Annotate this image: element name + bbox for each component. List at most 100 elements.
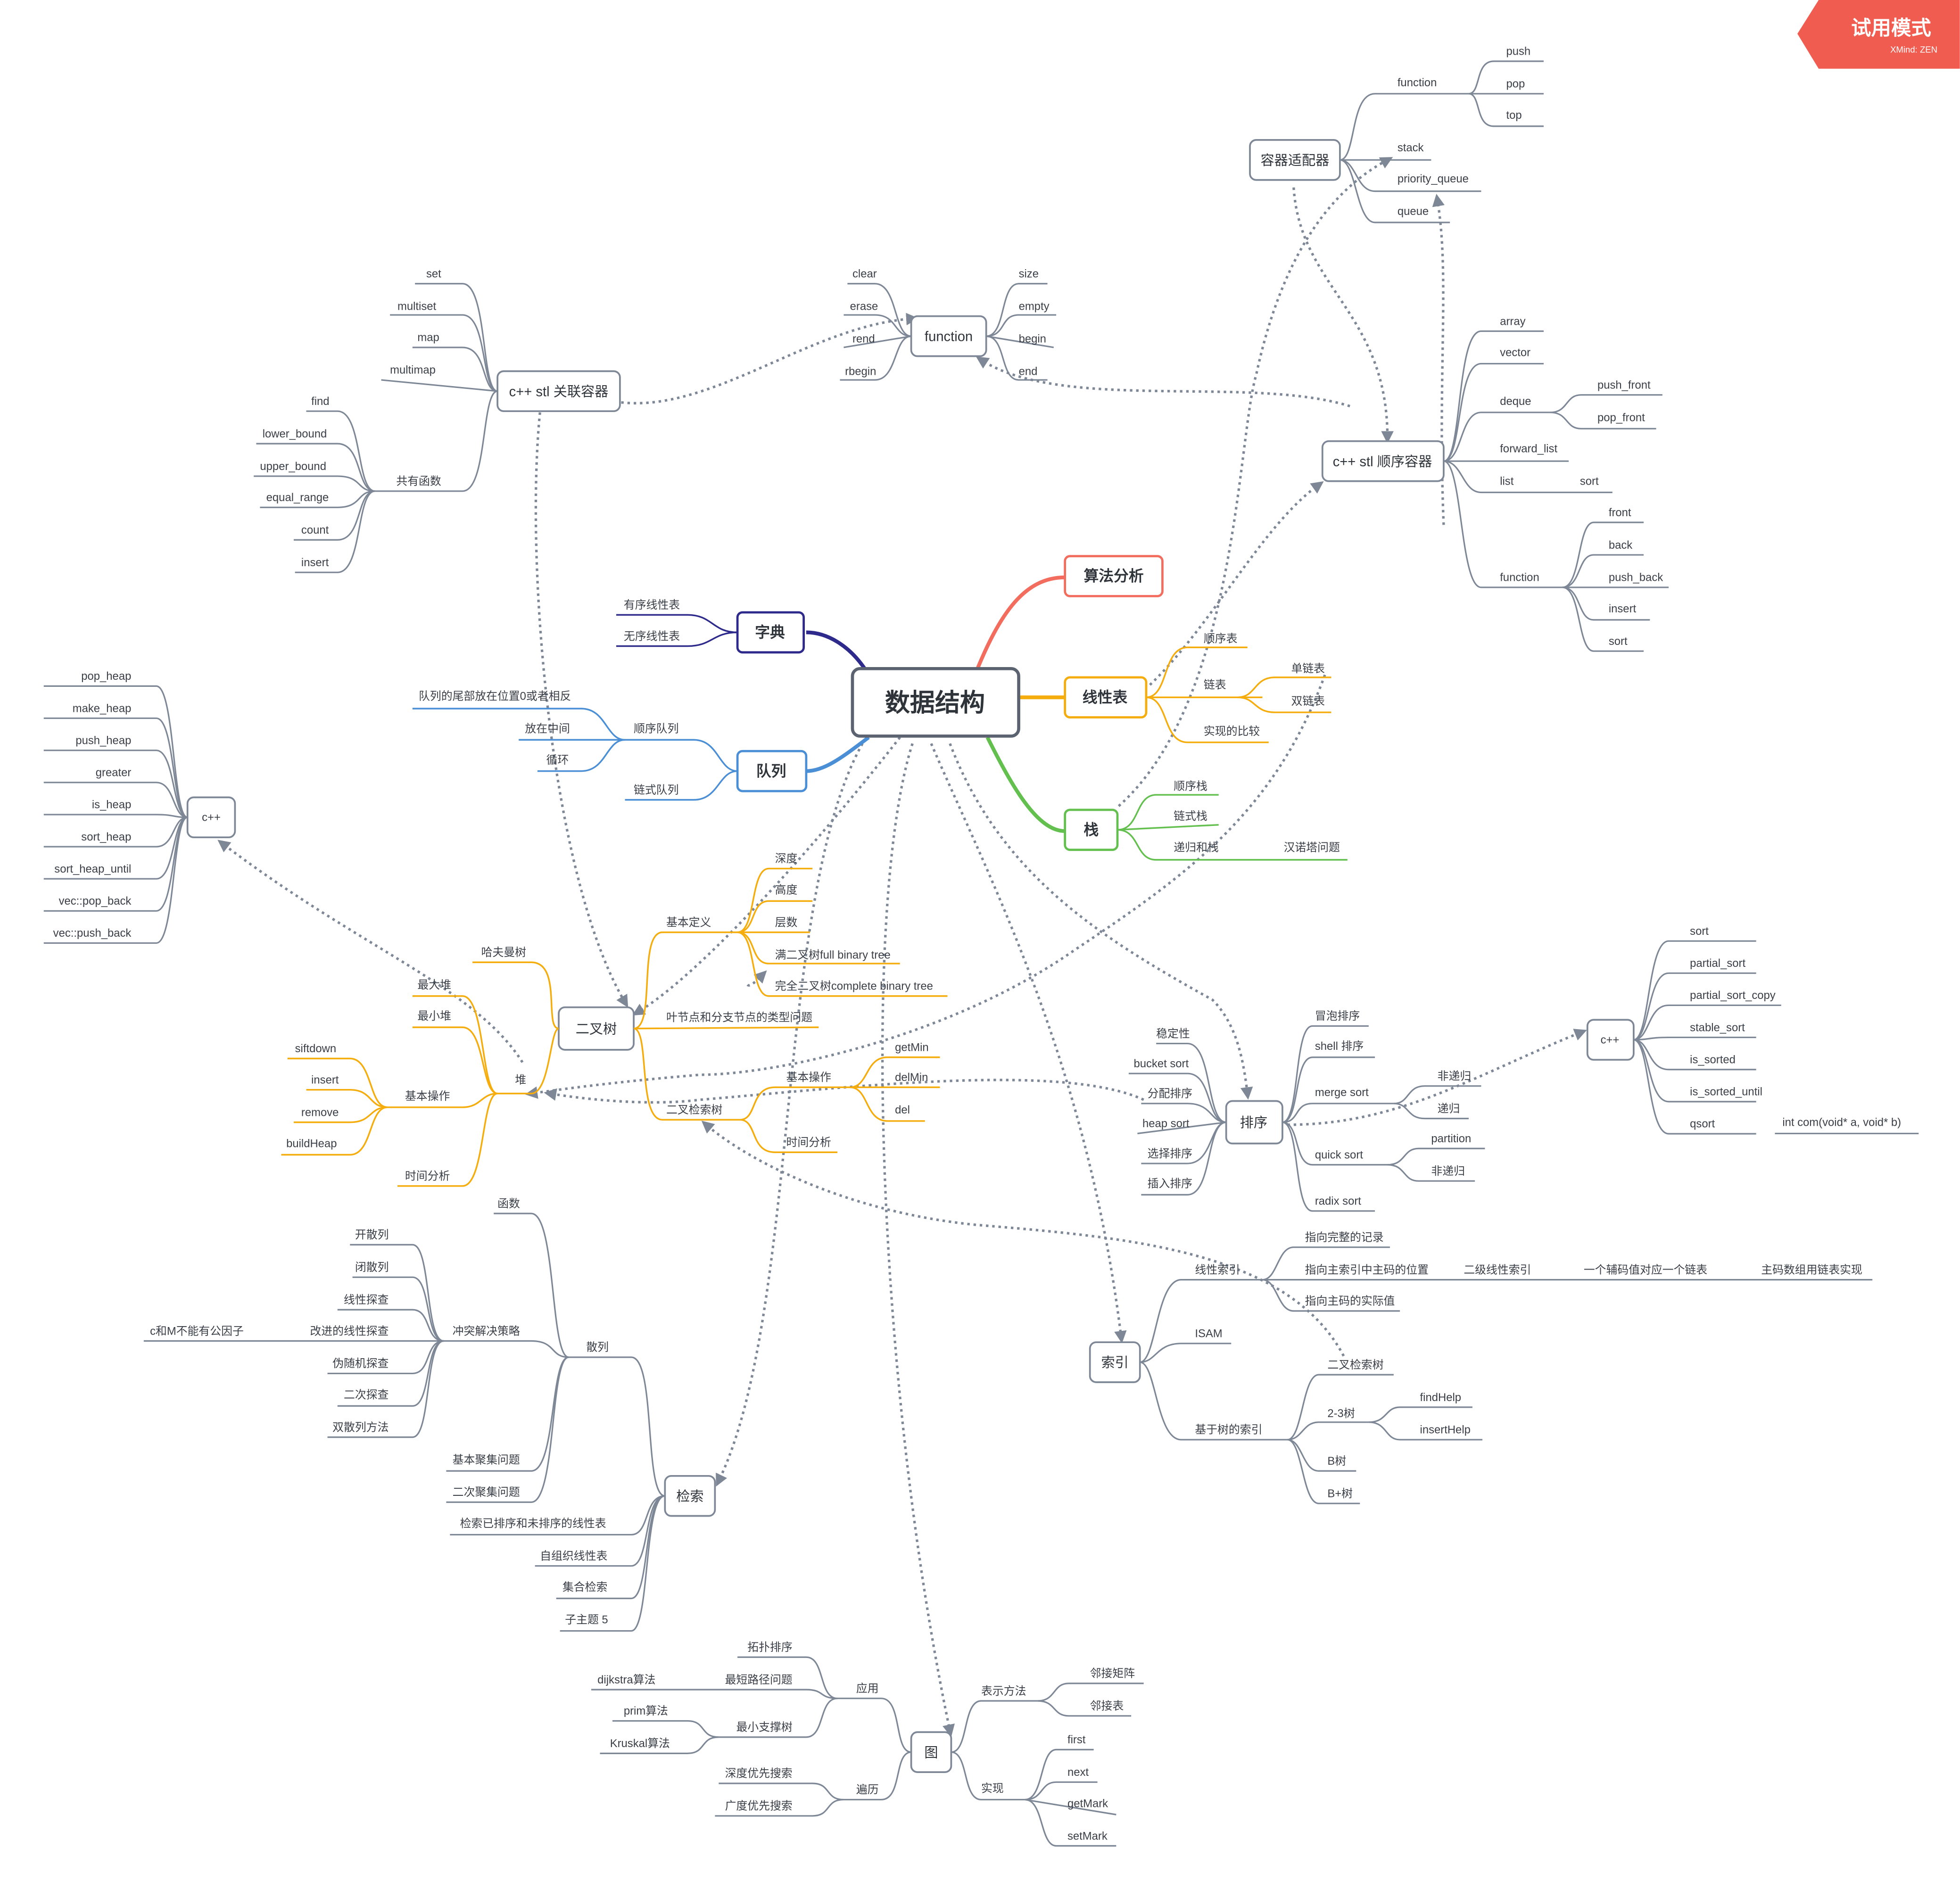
adapter-subtree: function push pop top stack priority_que… xyxy=(1340,45,1544,223)
adapter-pq: priority_queue xyxy=(1398,173,1469,185)
node-stack[interactable]: 栈 xyxy=(1064,808,1119,851)
index-second: 二级线性索引 xyxy=(1464,1263,1531,1276)
graph-rep: 表示方法 xyxy=(981,1685,1026,1698)
heapcpp-connector xyxy=(43,717,188,818)
index-subtree: 线性索引 指向完整的记录 指向主索引中主码的位置 二级线性索引 一个辅码值对应一… xyxy=(1140,1231,1873,1504)
stack-hanoi: 汉诺塔问题 xyxy=(1284,841,1340,854)
search-cluster1: 基本聚集问题 xyxy=(453,1453,520,1466)
root-node[interactable]: 数据结构 xyxy=(851,667,1020,738)
node-sort-cpp[interactable]: c++ xyxy=(1586,1019,1635,1061)
main-branches xyxy=(806,575,1065,833)
sort-dist: 分配排序 xyxy=(1148,1088,1192,1100)
linear-single: 单链表 xyxy=(1291,662,1325,675)
node-search[interactable]: 检索 xyxy=(664,1475,716,1517)
search-pseudo: 伪随机探查 xyxy=(332,1357,389,1370)
node-heap-cpp[interactable]: c++ xyxy=(186,796,236,839)
sortcpp-connector xyxy=(1633,972,1756,1041)
tree-full: 满二叉树full binary tree xyxy=(775,948,891,961)
tree-heap: 堆 xyxy=(515,1073,526,1086)
heapcpp-item: is_heap xyxy=(92,799,132,811)
graph-dfs: 深度优先搜索 xyxy=(725,1767,793,1780)
queue-link: 链式队列 xyxy=(634,784,678,796)
search-sub5: 子主题 5 xyxy=(565,1614,608,1626)
adapter-function: function xyxy=(1398,76,1437,89)
func-label: function xyxy=(925,330,973,345)
sort-subtree: 稳定性 bucket sort 分配排序 heap sort 选择排序 插入排序… xyxy=(1128,1010,1485,1212)
queue-seq: 顺序队列 xyxy=(634,722,678,735)
node-graph[interactable]: 图 xyxy=(910,1731,952,1773)
graph-app: 应用 xyxy=(856,1682,879,1695)
tree-complete: 完全二叉树complete binary tree xyxy=(775,980,933,993)
node-index[interactable]: 索引 xyxy=(1089,1341,1141,1383)
graph-bfs: 广度优先搜索 xyxy=(725,1800,793,1813)
func-erase: erase xyxy=(850,300,878,313)
heapcpp-connector xyxy=(43,814,188,818)
node-binary-tree[interactable]: 二叉树 xyxy=(558,1006,635,1051)
sort-insertion: 插入排序 xyxy=(1148,1177,1192,1190)
heapcpp-item: push_heap xyxy=(75,734,131,747)
sort-heapsort: heap sort xyxy=(1142,1117,1190,1130)
tree-level: 层数 xyxy=(775,916,798,929)
node-function[interactable]: function xyxy=(910,315,987,357)
seqc-sort2: sort xyxy=(1609,635,1628,648)
func-empty: empty xyxy=(1019,300,1050,313)
heap-subtree: 哈夫曼树 堆 最大堆 最小堆 基本操作 时间分析 siftdown insert… xyxy=(281,946,559,1187)
sort-label: 排序 xyxy=(1240,1115,1267,1130)
assoc-map: map xyxy=(417,331,439,344)
heapcpp-item: pop_heap xyxy=(81,670,131,683)
search-improved: 改进的线性探查 xyxy=(310,1325,389,1337)
graph-kruskal: Kruskal算法 xyxy=(610,1737,670,1750)
node-linear[interactable]: 线性表 xyxy=(1064,676,1148,719)
sortcpp-connector xyxy=(1633,1039,1756,1071)
sortcpp-item: sort xyxy=(1690,925,1709,938)
sort-cpp-subtree: sortpartial_sortpartial_sort_copystable_… xyxy=(1633,925,1781,1135)
graph-setmark: setMark xyxy=(1067,1830,1108,1842)
node-algo[interactable]: 算法分析 xyxy=(1064,555,1164,597)
node-dict[interactable]: 字典 xyxy=(736,611,805,654)
graph-topo: 拓扑排序 xyxy=(747,1641,792,1654)
adapter-label: 容器适配器 xyxy=(1261,153,1330,168)
heapcpp-label: c++ xyxy=(202,811,221,824)
linear-double: 双链表 xyxy=(1291,695,1325,708)
node-adapter[interactable]: 容器适配器 xyxy=(1249,139,1341,181)
dict-label: 字典 xyxy=(755,624,785,641)
search-closed: 闭散列 xyxy=(355,1261,389,1274)
sortcpp-label: c++ xyxy=(1601,1034,1620,1047)
graph-impl: 实现 xyxy=(981,1782,1004,1795)
node-sort[interactable]: 排序 xyxy=(1225,1100,1283,1145)
tree-leaf: 叶节点和分支节点的类型问题 xyxy=(666,1011,812,1024)
node-assoc-container[interactable]: c++ stl 关联容器 xyxy=(496,370,621,412)
heapcpp-connector xyxy=(43,817,188,944)
graph-next: next xyxy=(1067,1766,1089,1779)
heapcpp-connector xyxy=(43,817,188,848)
graph-list: 邻接表 xyxy=(1090,1700,1124,1713)
tree-height: 高度 xyxy=(775,883,798,896)
heapcpp-item: vec::push_back xyxy=(53,927,132,940)
watermark-title: 试用模式 xyxy=(1851,17,1931,39)
index-linear: 线性索引 xyxy=(1195,1263,1240,1276)
sortcpp-connector xyxy=(1633,1039,1756,1103)
tree-label: 二叉树 xyxy=(576,1021,617,1037)
tree-insert: insert xyxy=(311,1073,339,1086)
dict-unordered: 无序线性表 xyxy=(624,630,680,643)
graph-getmark: getMark xyxy=(1067,1797,1108,1810)
dict-ordered: 有序线性表 xyxy=(624,599,680,611)
sortcpp-item: stable_sort xyxy=(1690,1021,1745,1034)
node-queue[interactable]: 队列 xyxy=(736,750,808,792)
tree-getmin: getMin xyxy=(895,1041,929,1054)
assoc-find: find xyxy=(311,395,329,408)
seqc-vector: vector xyxy=(1500,346,1530,359)
assoc-label: c++ stl 关联容器 xyxy=(509,384,609,399)
seqc-push-front: push_front xyxy=(1597,379,1651,391)
node-seq-container[interactable]: c++ stl 顺序容器 xyxy=(1321,440,1445,482)
search-quad: 二次探查 xyxy=(344,1388,389,1401)
sortcpp-item: is_sorted xyxy=(1690,1053,1736,1066)
index-b: B树 xyxy=(1327,1455,1346,1468)
linear-compare: 实现的比较 xyxy=(1204,725,1260,738)
queue-label: 队列 xyxy=(756,762,786,779)
relationship-arrows xyxy=(217,157,1587,1737)
index-onekey: 一个辅码值对应一个链表 xyxy=(1584,1263,1707,1276)
tree-basic-def: 基本定义 xyxy=(666,916,711,929)
seqc-list: list xyxy=(1500,475,1514,488)
tree-minheap: 最小堆 xyxy=(417,1010,451,1023)
